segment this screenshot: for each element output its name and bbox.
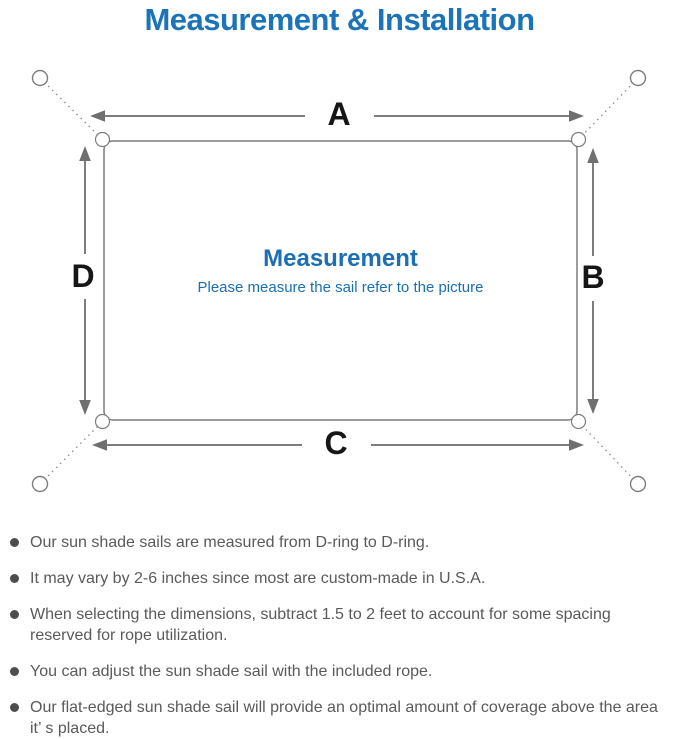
page-title: Measurement & Installation: [144, 2, 535, 37]
corner-dring-icon: [94, 131, 111, 148]
note-item: Our flat-edged sun shade sail will provi…: [0, 697, 658, 739]
dimension-label-d: D: [71, 258, 95, 294]
dimension-label-a: A: [327, 96, 351, 132]
dimension-arrow-c: [92, 439, 584, 451]
tether-line-top-right: [576, 77, 639, 142]
note-item: You can adjust the sun shade sail with t…: [0, 661, 658, 682]
note-item: When selecting the dimensions, subtract …: [0, 604, 658, 646]
sail-center-caption: Measurement Please measure the sail refe…: [104, 244, 577, 297]
dimension-arrow-d: [79, 146, 91, 415]
sail-caption-title: Measurement: [263, 245, 418, 272]
dimension-arrow-b: [587, 148, 599, 414]
dimension-label-b: B: [581, 259, 605, 295]
anchor-ring-icon: [629, 69, 647, 87]
tether-line-bottom-right: [576, 419, 639, 485]
tether-line-top-left: [39, 77, 105, 142]
bullet-dot-icon: [10, 538, 19, 547]
bullet-dot-icon: [10, 574, 19, 583]
anchor-rings: [31, 69, 647, 493]
tether-lines: [39, 77, 639, 485]
note-item: It may vary by 2-6 inches since most are…: [0, 568, 658, 589]
bullet-dot-icon: [10, 667, 19, 676]
sail-rectangle: [103, 140, 578, 421]
anchor-ring-icon: [31, 69, 49, 87]
bullet-dot-icon: [10, 703, 19, 712]
note-text: It may vary by 2-6 inches since most are…: [30, 570, 486, 587]
note-text: Our flat-edged sun shade sail will provi…: [30, 699, 658, 737]
anchor-ring-icon: [629, 475, 647, 493]
tether-line-bottom-left: [39, 419, 105, 485]
sail-caption-subtitle: Please measure the sail refer to the pic…: [197, 279, 484, 296]
measurement-notes-list: Our sun shade sails are measured from D-…: [0, 532, 679, 739]
corner-dring-icon: [570, 413, 587, 430]
note-text: When selecting the dimensions, subtract …: [30, 606, 611, 644]
corner-drings: [94, 131, 587, 430]
dimension-label-c: C: [324, 425, 348, 461]
anchor-ring-icon: [31, 475, 49, 493]
corner-dring-icon: [94, 413, 111, 430]
dimension-arrow-a: [90, 110, 584, 122]
note-text: You can adjust the sun shade sail with t…: [30, 663, 433, 680]
bullet-dot-icon: [10, 610, 19, 619]
note-text: Our sun shade sails are measured from D-…: [30, 534, 430, 551]
corner-dring-icon: [570, 131, 587, 148]
note-item: Our sun shade sails are measured from D-…: [0, 532, 658, 553]
